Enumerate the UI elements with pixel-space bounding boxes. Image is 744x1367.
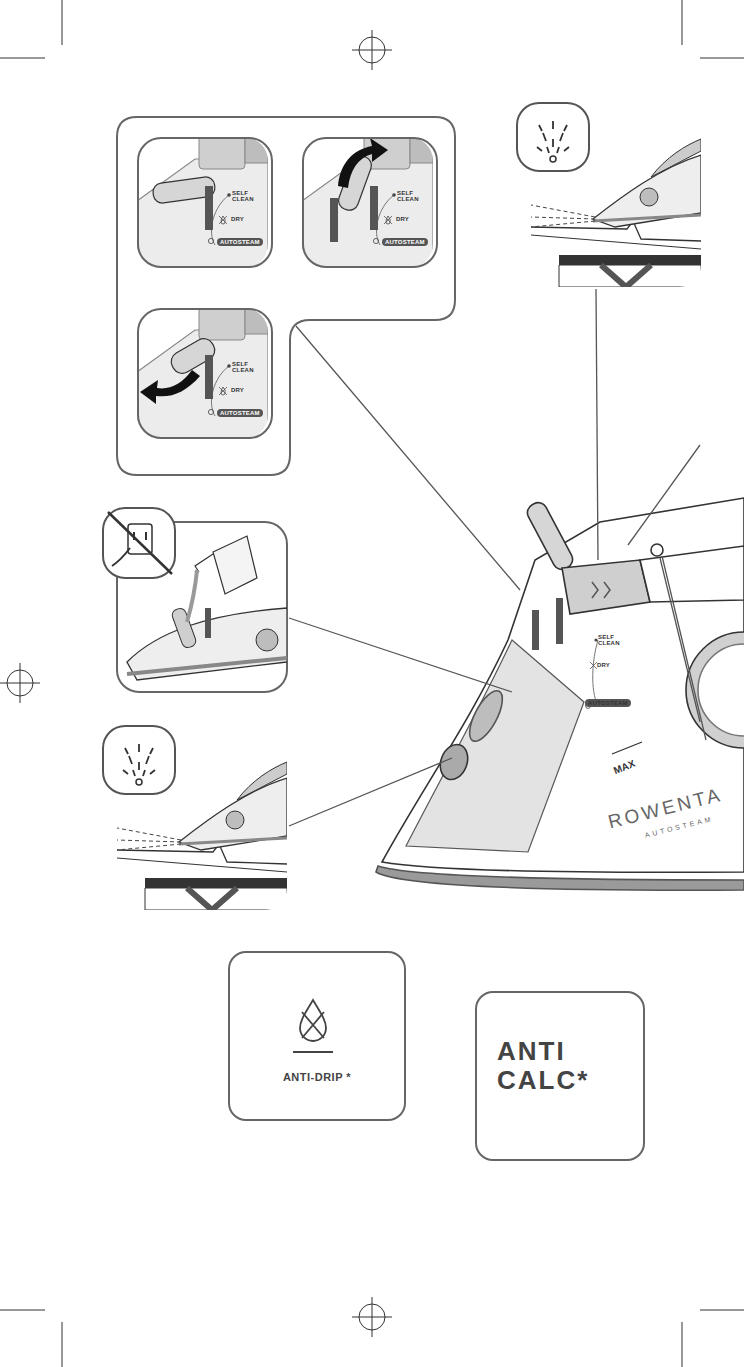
- iron-body: [592, 582, 610, 598]
- filling-inset: [171, 607, 198, 649]
- iron-body: [406, 640, 584, 852]
- iron-body: [463, 686, 509, 746]
- feature-label: ANTI-DRIP *: [230, 1071, 404, 1083]
- filling-inset: [103, 508, 175, 578]
- inset-box: SELF CLEAN DRY AUTOSTEAM: [137, 308, 273, 439]
- leader-line: [289, 758, 452, 826]
- setting-label: DRY: [231, 387, 244, 393]
- iron-body: [590, 662, 597, 669]
- iron-body: [698, 644, 744, 736]
- move-arrow: [140, 370, 200, 404]
- leader-line: [289, 618, 512, 692]
- setting-label: AUTOSTEAM: [217, 409, 263, 417]
- iron-body: [524, 500, 575, 573]
- max-mark: MAX: [612, 758, 637, 777]
- group-panel: [117, 117, 455, 475]
- leader-line: [660, 558, 700, 722]
- filling-inset: [256, 629, 278, 651]
- crop-marks: [0, 663, 40, 703]
- iron-body: [376, 866, 744, 890]
- setting-label: SELF CLEAN: [598, 634, 624, 647]
- anti-drip-symbol: [293, 1000, 333, 1052]
- filling-inset: [108, 512, 172, 574]
- filling-inset: [127, 608, 287, 680]
- iron-body: [376, 498, 744, 890]
- inset-box: SELF CLEAN DRY AUTOSTEAM: [302, 137, 438, 268]
- filling-inset: [187, 570, 197, 622]
- anti-drip-symbol: [293, 1051, 333, 1053]
- setting-label: SELF CLEAN: [397, 190, 423, 203]
- setting-label: DRY: [231, 216, 244, 222]
- move-arrow: [140, 138, 388, 404]
- move-arrow: [338, 138, 388, 188]
- illustration: [103, 726, 287, 910]
- slider-knob: [370, 186, 378, 230]
- anti-drip-symbol: [300, 1000, 326, 1041]
- feature-box: ANTI CALC*: [475, 991, 645, 1161]
- slider-knob: [205, 355, 213, 399]
- leader-line: [662, 556, 706, 740]
- crop-marks: [352, 1297, 392, 1337]
- feature-box: ANTI-DRIP *: [228, 951, 406, 1121]
- crop-marks: [352, 30, 392, 70]
- filling-inset: [213, 536, 257, 594]
- anti-drip-symbol: [302, 1012, 324, 1038]
- iron-body: [593, 640, 598, 706]
- setting-label: AUTOSTEAM: [585, 699, 631, 707]
- filling-inset: [195, 554, 213, 572]
- slider-knob: [152, 153, 378, 399]
- setting-label: DRY: [396, 216, 409, 222]
- illustration: [302, 133, 433, 268]
- slider-knob: [330, 198, 338, 242]
- iron-body: [562, 560, 650, 614]
- leader-line: [296, 326, 520, 590]
- setting-label: DRY: [597, 662, 610, 668]
- illustration: [517, 103, 701, 287]
- feature-label: ANTI CALC*: [497, 1037, 623, 1094]
- leader-line: [596, 289, 598, 560]
- setting-label: AUTOSTEAM: [382, 238, 428, 246]
- setting-label: AUTOSTEAM: [217, 238, 263, 246]
- leader-line: [289, 289, 706, 826]
- filling-inset: [112, 532, 146, 566]
- iron-body: [651, 544, 663, 556]
- filling-inset: [127, 658, 287, 674]
- setting-label: SELF CLEAN: [232, 361, 258, 374]
- filling-inset: [205, 608, 211, 638]
- iron-body: [594, 638, 597, 641]
- leader-line: [628, 445, 700, 545]
- iron-body: [532, 610, 539, 650]
- slider-knob: [205, 186, 213, 230]
- setting-label: SELF CLEAN: [232, 190, 258, 203]
- illustration: [137, 133, 268, 268]
- filling-inset: [103, 508, 287, 692]
- iron-body: [612, 742, 642, 754]
- illustration: [137, 304, 268, 439]
- filling-inset: [117, 522, 287, 692]
- inset-box: SELF CLEAN DRY AUTOSTEAM: [137, 137, 273, 268]
- iron-body: [556, 598, 563, 644]
